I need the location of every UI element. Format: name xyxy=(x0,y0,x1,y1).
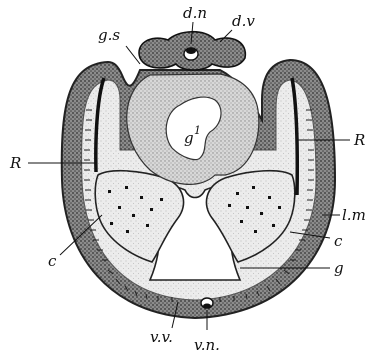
label-v-v: v.v. xyxy=(150,328,173,346)
label-d-v: d.v xyxy=(232,12,255,30)
label-g-s: g.s xyxy=(98,26,120,44)
label-c-left: c xyxy=(48,252,57,270)
label-d-n: d.n xyxy=(183,4,207,22)
dorsal-nerve-dark xyxy=(186,48,196,54)
label-v-n: v.n. xyxy=(194,336,220,354)
label-R-right: R xyxy=(353,131,365,149)
label-g1-base: g xyxy=(184,129,194,147)
label-g: g xyxy=(334,259,344,277)
label-g1-sup: 1 xyxy=(194,124,201,137)
ventral-nerve-dark xyxy=(203,304,211,309)
label-l-m: l.m xyxy=(342,206,366,224)
label-c-right: c xyxy=(334,232,343,250)
label-R-left: R xyxy=(9,154,21,172)
